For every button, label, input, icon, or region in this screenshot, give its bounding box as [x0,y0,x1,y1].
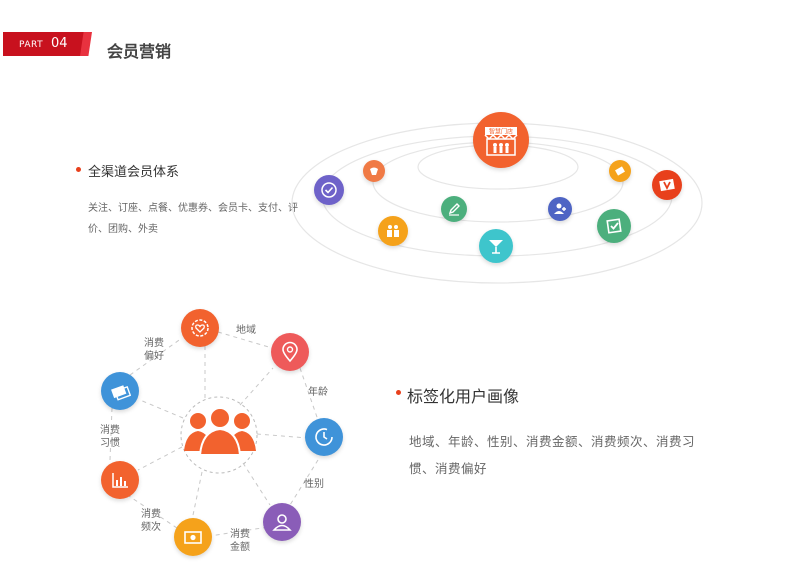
money-amount-icon [174,518,212,556]
add-user-icon [548,197,572,221]
store-icon: 智慧门店 [473,112,529,168]
page-title: 会员营销 [107,42,172,61]
label-region: 地域 [236,325,256,336]
section2-title: 标签化用户画像 [407,387,520,406]
label-amount: 消费金额 [230,529,250,553]
gender-user-icon [263,503,301,541]
group-buy-icon [378,216,408,246]
users-group-icon [184,407,256,461]
label-habit: 消费习惯 [100,425,120,449]
habit-card-icon [101,372,139,410]
edit-icon [441,196,467,222]
section1-title: 全渠道会员体系 [88,165,180,180]
center-dashed-ring [180,396,258,474]
preference-gear-heart-icon [181,309,219,347]
label-gender: 性别 [304,479,324,490]
section2-bullet [396,390,401,395]
store-sign-text: 智慧门店 [489,128,513,136]
coupon-icon [363,160,385,182]
cocktail-icon [479,229,513,263]
label-preference: 消费偏好 [144,338,164,362]
part-number: 04 [51,36,68,51]
part-stripe [80,32,92,56]
ticket-icon [609,160,631,182]
section1-bullet [76,167,81,172]
location-pin-icon [271,333,309,371]
part-tag: PART 04 [3,32,87,56]
check-icon [314,175,344,205]
review-icon [597,209,631,243]
section2-description: 地域、年龄、性别、消费金额、消费频次、消费习惯、消费偏好 [409,434,696,476]
clock-age-icon [305,418,343,456]
section1-description: 关注、订座、点餐、优惠券、会员卡、支付、评价、团购、外卖 [88,203,298,235]
label-age: 年龄 [308,387,328,398]
vip-icon [652,170,682,200]
part-label: PART [19,40,44,50]
label-frequency: 消费频次 [141,509,161,533]
frequency-chart-icon [101,461,139,499]
